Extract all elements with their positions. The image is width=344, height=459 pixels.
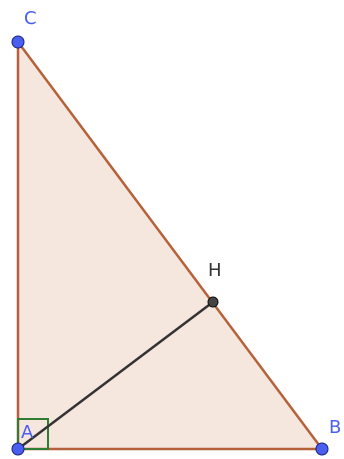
triangle-abc <box>16 40 324 451</box>
label-a: A <box>21 422 34 443</box>
point-h[interactable] <box>207 296 219 308</box>
altitude-ah <box>17 301 214 450</box>
label-h: H <box>208 260 222 281</box>
label-c: C <box>24 8 37 29</box>
right-angle-marker-inner <box>17 418 49 450</box>
point-a[interactable] <box>11 442 25 456</box>
point-c[interactable] <box>11 35 25 49</box>
point-b[interactable] <box>315 442 329 456</box>
label-b: B <box>329 417 341 438</box>
